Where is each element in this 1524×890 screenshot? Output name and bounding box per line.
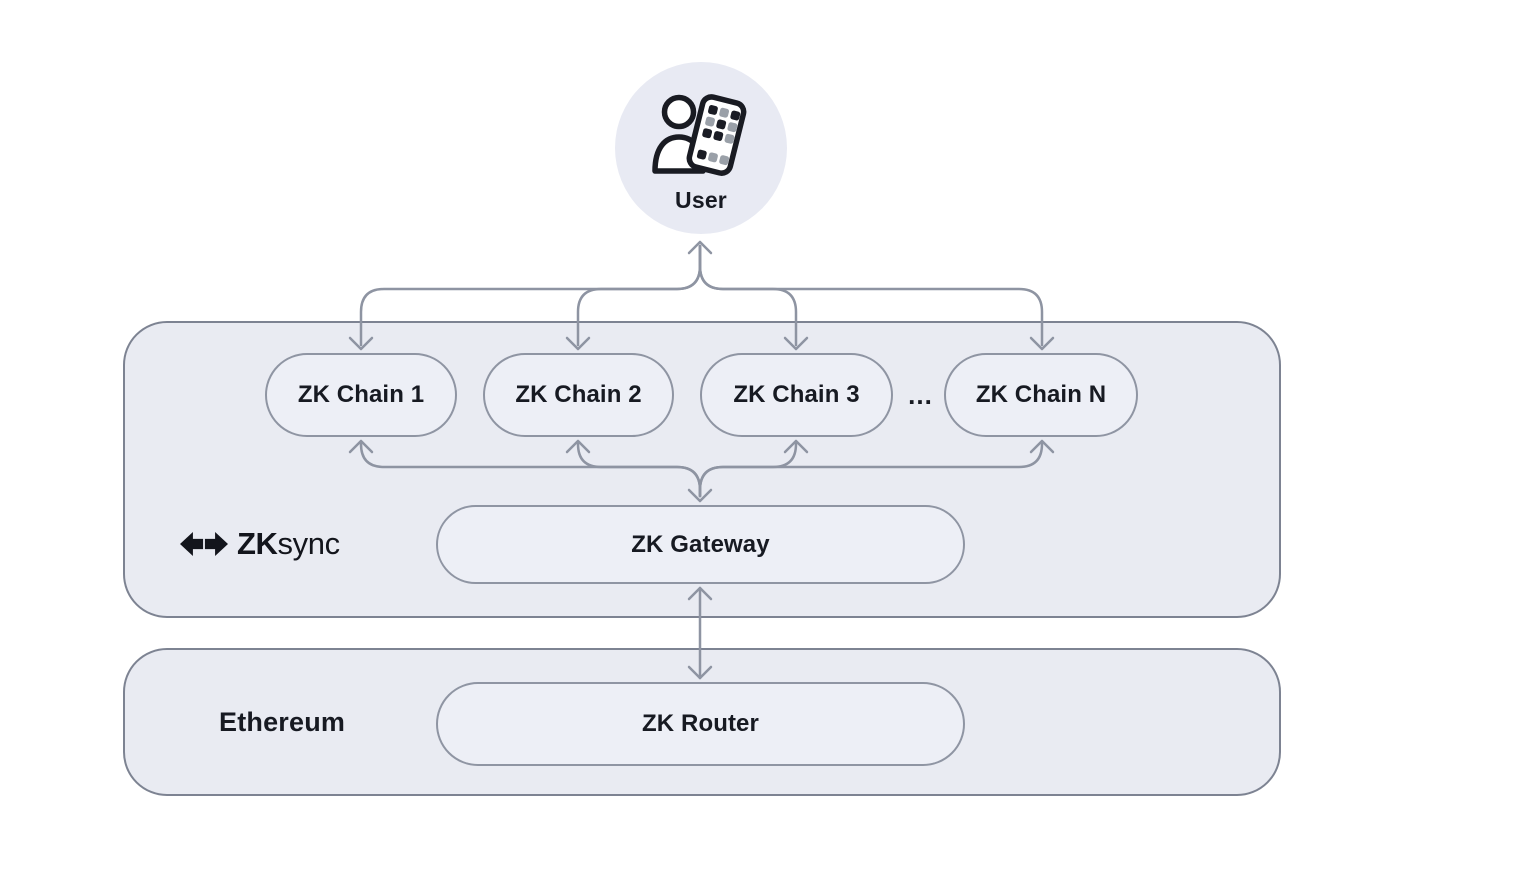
node-zk-chain-n: ZK Chain N (944, 353, 1138, 437)
node-zk-chain-1: ZK Chain 1 (265, 353, 457, 437)
zk-router-label: ZK Router (642, 710, 759, 737)
node-zk-router: ZK Router (436, 682, 965, 766)
zksync-logo: ZKsync (180, 520, 340, 568)
chains-ellipsis: ... (908, 379, 933, 410)
zksync-wordmark: ZKsync (237, 526, 340, 561)
user-label: User (675, 186, 727, 213)
arrowhead-up-to-user (687, 240, 713, 255)
node-zk-chain-3: ZK Chain 3 (700, 353, 893, 437)
zk-chain-2-label: ZK Chain 2 (515, 381, 642, 408)
zk-chain-1-label: ZK Chain 1 (297, 381, 425, 408)
zk-gateway-label: ZK Gateway (631, 530, 770, 558)
dot-matrix (696, 104, 741, 165)
ethereum-label: Ethereum (219, 706, 346, 737)
zk-chain-n-label: ZK Chain N (975, 381, 1107, 408)
user-icon (652, 93, 747, 176)
user-node: User (615, 62, 787, 234)
zk-chain-3-label: ZK Chain 3 (733, 381, 860, 408)
zksync-arrows-icon (180, 532, 228, 556)
node-zk-gateway: ZK Gateway (436, 505, 965, 584)
node-zk-chain-2: ZK Chain 2 (483, 353, 674, 437)
